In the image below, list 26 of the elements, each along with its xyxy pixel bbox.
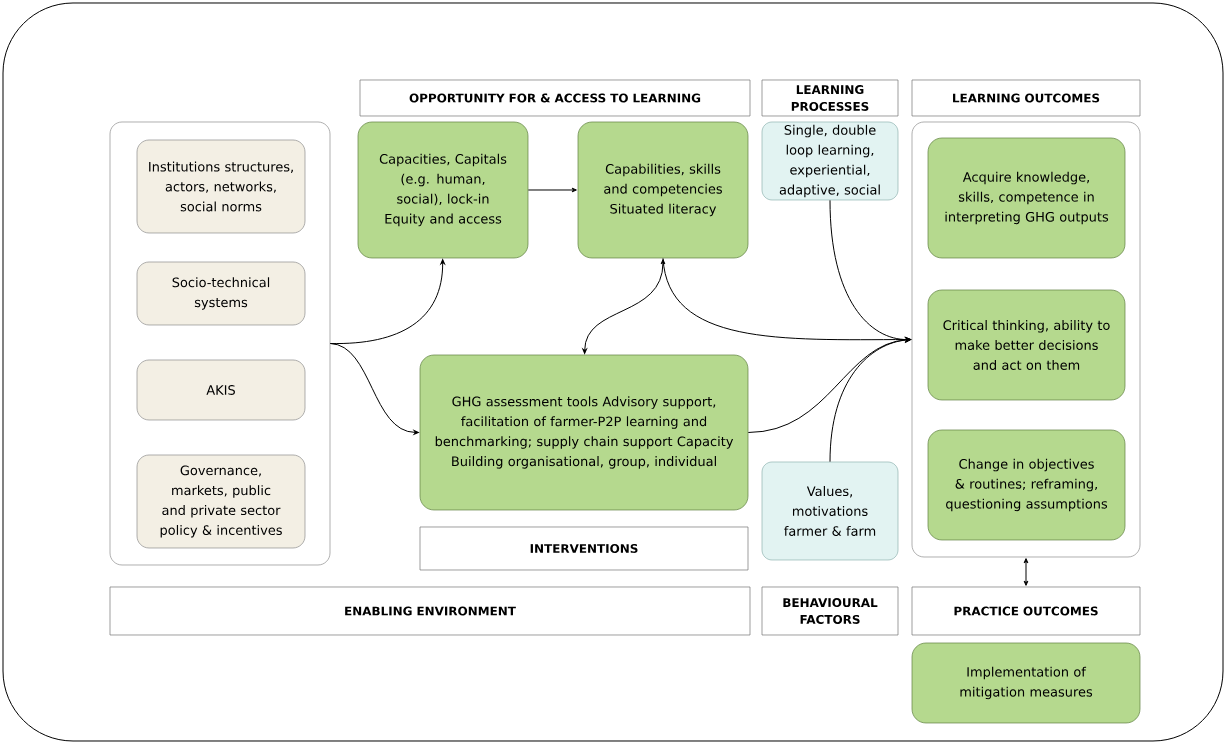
header-box: LEARNING PROCESSES: [761, 79, 899, 117]
arrow: [829, 199, 911, 342]
process-box: Acquire knowledge, skills, competence in interpreting GHG outputs: [927, 137, 1126, 259]
header-box: INTERVENTIONS: [419, 526, 749, 571]
factor-box: Governance, markets, public and private sector policy & incentives: [136, 454, 306, 549]
header-box: LEARNING OUTCOMES: [911, 79, 1141, 117]
process-box: Implementation of mitigation measures: [911, 642, 1141, 724]
header-box: ENABLING ENVIRONMENT: [109, 586, 751, 636]
arrow: [1023, 558, 1029, 586]
factor-box: Values, motivations farmer & farm: [761, 461, 899, 561]
header-box: PRACTICE OUTCOMES: [911, 586, 1141, 636]
factor-box: Institutions structures, actors, networks, social norms: [136, 139, 306, 234]
arrow: [329, 343, 419, 435]
factor-box: Socio-technical systems: [136, 261, 306, 326]
factor-box: Single, double loop learning, experiential, adaptive, social: [761, 121, 899, 201]
factor-box: AKIS: [136, 359, 306, 421]
arrow: [527, 187, 577, 193]
arrow: [829, 337, 911, 463]
process-box: Critical thinking, ability to make better decisions and act on them: [927, 289, 1126, 401]
process-box: Capacities, Capitals (e.g. human, social), lock-in Equity and access: [357, 121, 529, 259]
process-box: Capabilities, skills and competencies Situated literacy: [577, 121, 749, 259]
arrow: [582, 259, 666, 354]
process-box: GHG assessment tools Advisory support, facilitation of farmer-P2P learning and benchmarking; supply chain support Capacity Building organisational, group, individual: [419, 354, 749, 511]
header-box: OPPORTUNITY FOR & ACCESS TO LEARNING: [359, 79, 751, 117]
header-box: BEHAVIOURAL FACTORS: [761, 586, 899, 636]
process-box: Change in objectives & routines; reframing, questioning assumptions: [927, 429, 1126, 541]
